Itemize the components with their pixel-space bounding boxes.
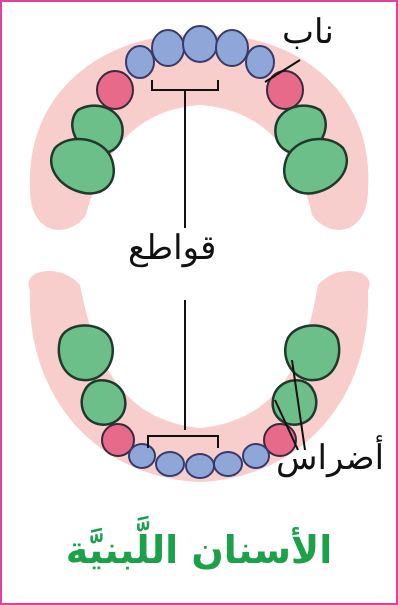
upper-molars [51,106,347,194]
molars-label: أضراس [276,438,384,478]
canine-label: ناب [282,12,334,52]
page-title: الأسنان اللَّبنيَّة [0,528,398,572]
incisors-label: قواطع [128,228,216,268]
lower-molars [59,325,339,424]
